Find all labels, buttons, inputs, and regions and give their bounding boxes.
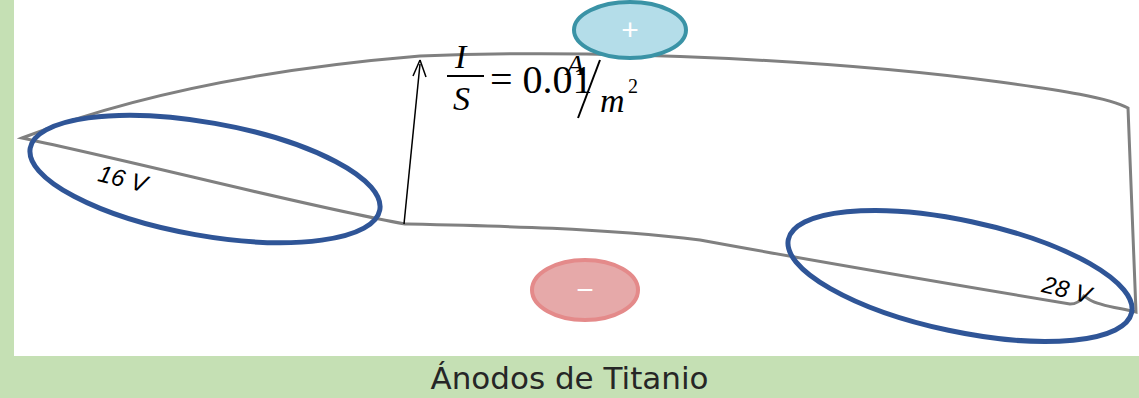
- ellipse-shape: [574, 2, 686, 58]
- ellipse-shape: [532, 260, 638, 320]
- arrow-head: [413, 60, 426, 77]
- anode-zone: 28 V: [782, 218, 1138, 334]
- node-text: +: [621, 15, 639, 45]
- anode-zone: 16 V: [25, 120, 385, 238]
- ellipse-shape: [20, 93, 389, 266]
- node-text: 16 V: [95, 161, 149, 196]
- ellipse-outline: [25, 120, 385, 238]
- unit-metre: m: [600, 84, 625, 118]
- positive-terminal: +: [572, 0, 688, 60]
- formula-current: I: [455, 40, 466, 74]
- negative-terminal: −: [530, 258, 640, 322]
- formula-area: S: [453, 82, 470, 116]
- current-arrow: [404, 64, 420, 224]
- node-text: −: [576, 275, 594, 305]
- unit-exponent: 2: [628, 76, 638, 96]
- ellipse-outline: [782, 218, 1138, 334]
- node-text: 28 V: [1040, 272, 1094, 307]
- unit-ampere: A: [566, 50, 584, 80]
- caption: Ánodos de Titanio: [0, 360, 1139, 396]
- ellipse-shape: [777, 185, 1139, 367]
- fraction-bar: [447, 75, 484, 77]
